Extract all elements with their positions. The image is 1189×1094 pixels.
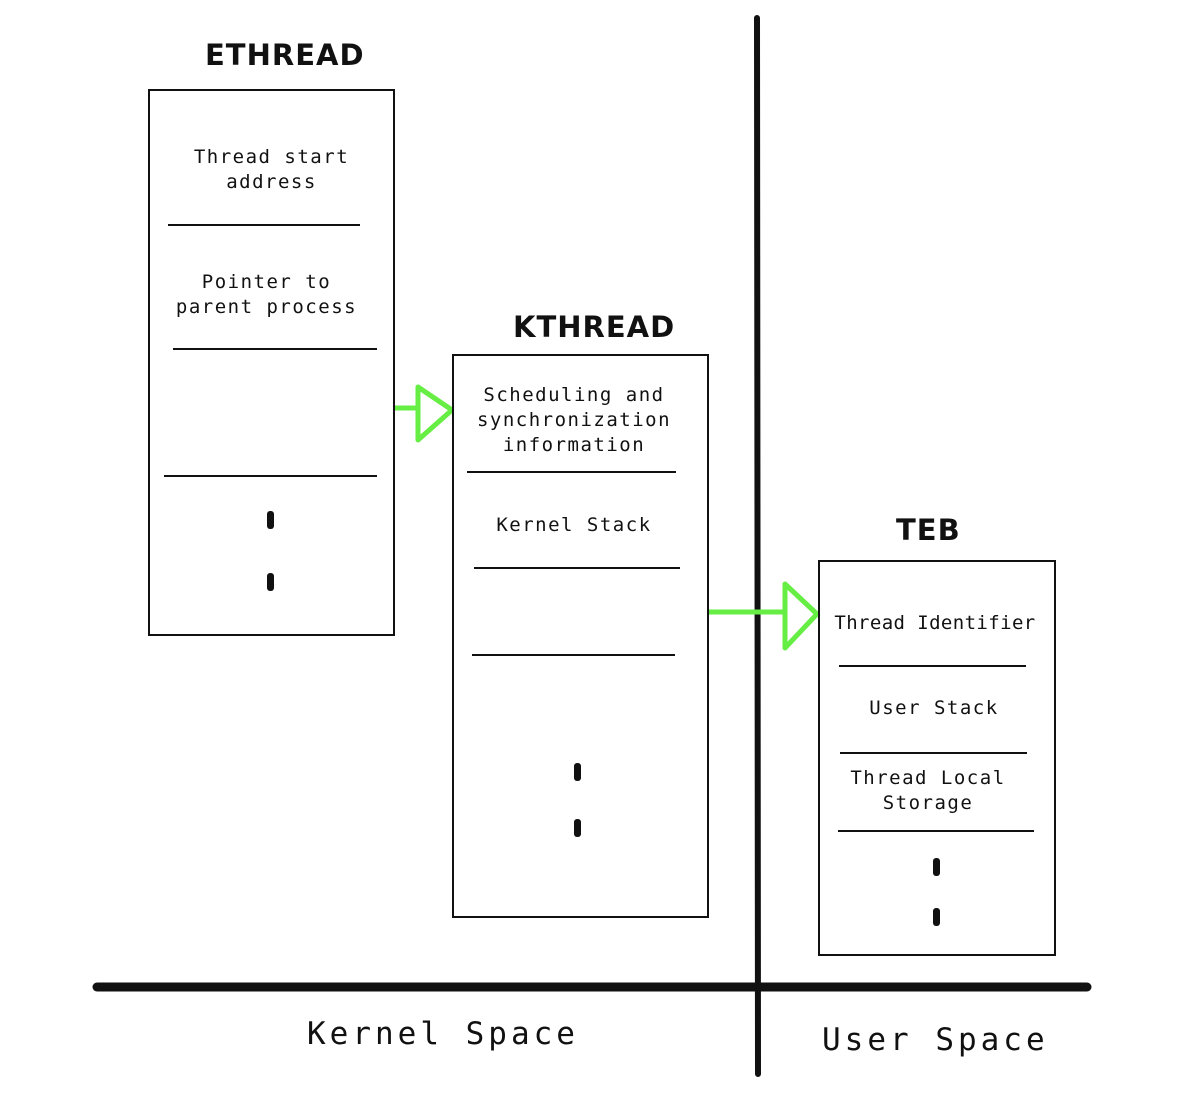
ethread-field-start-address: Thread start address	[193, 146, 350, 193]
teb-divider-3	[838, 830, 1034, 832]
teb-divider-1	[839, 665, 1026, 667]
teb-field-thread-identifier: Thread Identifier	[834, 612, 1036, 634]
teb-divider-2	[840, 752, 1027, 754]
ethread-ellipsis	[267, 511, 274, 591]
kthread-box: Scheduling and synchronization informati…	[452, 354, 709, 918]
ethread-divider-3	[164, 475, 377, 477]
user-space-label: User Space	[822, 1022, 1049, 1058]
teb-title: TEB	[896, 513, 961, 547]
ethread-divider-2	[173, 348, 377, 350]
ethread-field-parent-pointer: Pointer to parent process	[175, 271, 358, 318]
kthread-divider-2	[474, 567, 680, 569]
kthread-divider-3	[472, 654, 675, 656]
kthread-field-kernel-stack: Kernel Stack	[496, 514, 652, 536]
teb-ellipsis	[933, 858, 940, 938]
ethread-divider-1	[168, 224, 360, 226]
ethread-box: Thread start address Pointer to parent p…	[148, 89, 395, 636]
teb-field-thread-local-storage: Thread Local Storage	[850, 767, 1006, 814]
teb-field-user-stack: User Stack	[869, 697, 999, 719]
space-divider-vertical-line	[754, 15, 761, 1077]
kthread-ellipsis	[574, 763, 581, 843]
kthread-title: KTHREAD	[513, 310, 676, 344]
teb-box: Thread Identifier User Stack Thread Loca…	[818, 560, 1056, 956]
kthread-divider-1	[467, 471, 676, 473]
kernel-space-label: Kernel Space	[307, 1016, 579, 1052]
kthread-field-scheduling: Scheduling and synchronization informati…	[476, 384, 672, 456]
ethread-title: ETHREAD	[205, 38, 365, 72]
